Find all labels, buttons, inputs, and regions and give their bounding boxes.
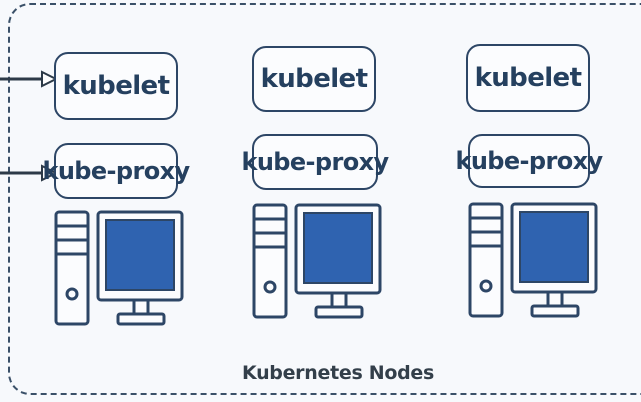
kubelet-box-node-2: kubelet — [252, 46, 376, 112]
kubelet-label: kubelet — [62, 71, 170, 101]
kubelet-box-node-3: kubelet — [466, 44, 590, 112]
computer-icon — [54, 210, 184, 326]
kubernetes-nodes-boundary — [8, 3, 641, 395]
arrow-icon — [0, 70, 59, 88]
kube-proxy-box-node-1: kube-proxy — [42, 143, 190, 199]
kube-proxy-box-node-3: kube-proxy — [455, 134, 603, 188]
kube-proxy-label: kube-proxy — [42, 157, 190, 185]
kube-proxy-box-node-2: kube-proxy — [241, 134, 389, 190]
computer-icon — [468, 202, 598, 318]
arrow-icon — [0, 164, 59, 182]
kube-proxy-label: kube-proxy — [455, 147, 603, 175]
computer-icon — [252, 203, 382, 319]
kube-proxy-label: kube-proxy — [241, 148, 389, 176]
kubelet-label: kubelet — [474, 63, 582, 93]
kubernetes-nodes-label: Kubernetes Nodes — [241, 362, 435, 384]
kubelet-label: kubelet — [260, 64, 368, 94]
kubelet-box-node-1: kubelet — [54, 52, 178, 120]
